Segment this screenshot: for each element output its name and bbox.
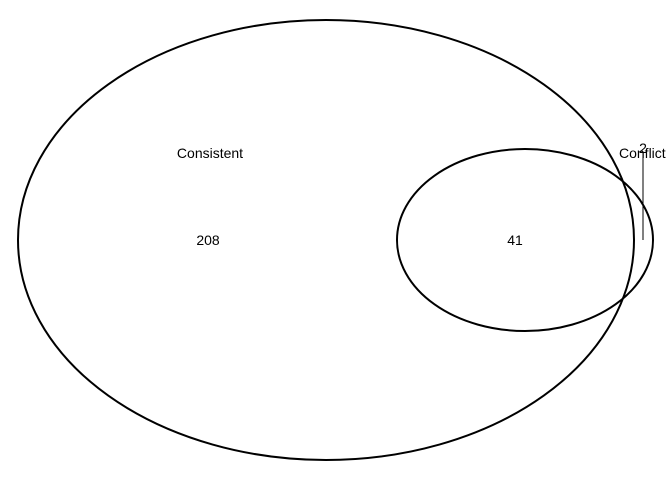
set-conflict-ellipse: [396, 148, 654, 332]
set-label-conflict: Conflict: [619, 145, 666, 161]
region-count-consistent-only: 208: [196, 232, 220, 248]
region-count-both: 41: [507, 232, 523, 248]
set-label-consistent: Consistent: [177, 145, 243, 161]
set-consistent-ellipse: [17, 19, 635, 461]
region-count-conflict-only: 2: [639, 140, 647, 156]
